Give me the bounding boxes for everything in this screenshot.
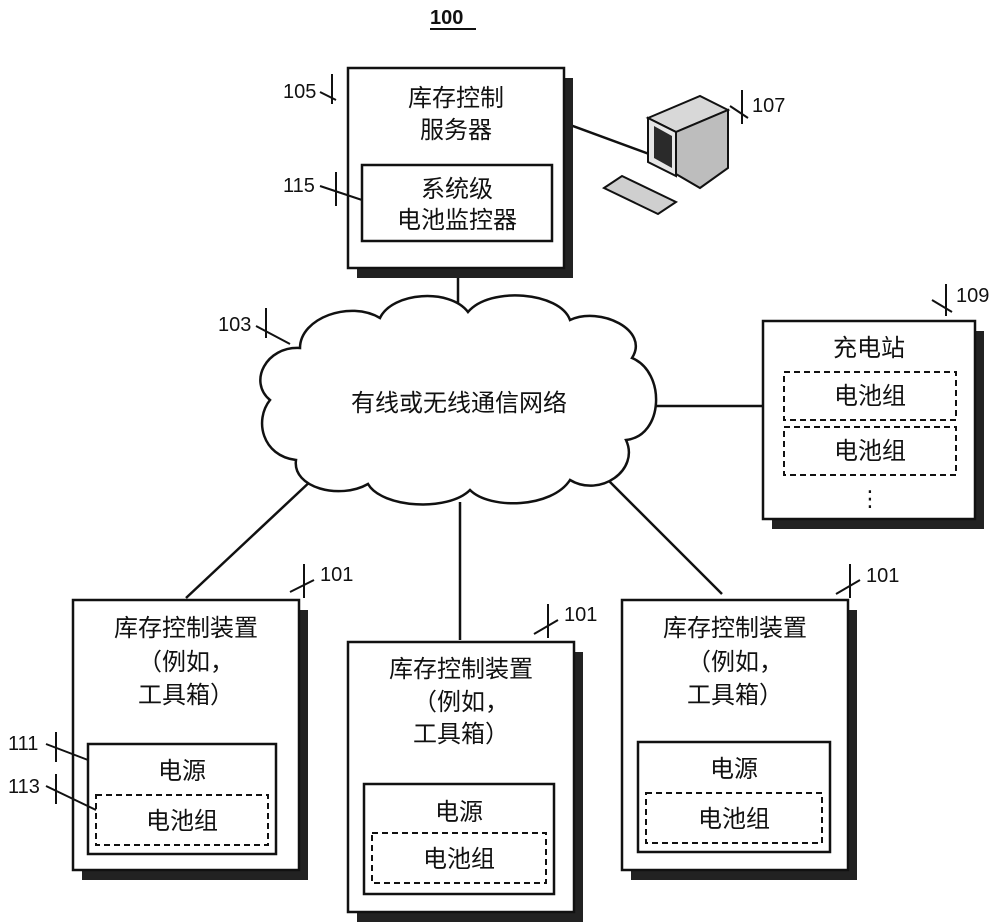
ref-103-leader [255,308,291,345]
ref-113: 113 [8,776,40,798]
ref-115: 115 [283,175,315,197]
link-server-terminal [561,120,661,160]
device-center-line1: 库存控制装置 [389,655,533,683]
device-left-pack [95,794,269,846]
link-network-device-right [597,469,723,595]
battery-monitor-line1: 系统级 [421,175,493,203]
device-right-line2: （例如， [687,648,783,676]
device-left-power-label: 电源 [158,757,206,785]
ref-111-leader [45,732,89,762]
device-left-line1: 库存控制装置 [114,614,258,642]
device-left-line3: 工具箱） [138,681,234,709]
device-right-line3: 工具箱） [687,681,783,709]
network-cloud: 有线或无线通信网络 [259,294,658,506]
device-right-line1: 库存控制装置 [663,614,807,642]
charging-pack-1 [783,371,957,421]
charging-pack-2 [783,426,957,476]
computer-icon [601,94,731,216]
device-left-pack-label: 电池组 [146,807,218,835]
device-center-pack [371,832,547,884]
network-label: 有线或无线通信网络 [351,389,567,417]
charging-station-title: 充电站 [833,334,905,362]
charging-ellipsis: ⋮ [859,487,881,512]
device-center-line3: 工具箱） [413,720,509,748]
inventory-control-server: 库存控制 服务器 系统级 电池监控器 [346,66,568,272]
ref-115-leader [319,172,363,206]
ref-113-leader [45,774,97,811]
device-center-line2: （例如， [413,688,509,716]
battery-monitor-line2: 电池监控器 [397,206,517,234]
device-left-line2: （例如， [138,648,234,676]
ref-107: 107 [752,95,785,117]
charging-pack-1-label: 电池组 [834,382,906,410]
ref-101-right: 101 [866,565,899,587]
ref-109: 109 [956,285,989,307]
ref-105-leader [319,74,337,104]
link-network-device-left [185,477,315,599]
ref-101-right-leader [835,564,861,598]
ref-101-left: 101 [320,564,353,586]
charging-station: 充电站 电池组 电池组 ⋮ [761,319,979,523]
device-right-power-label: 电源 [710,755,758,783]
server-label-line2: 服务器 [420,116,492,144]
device-right-pack [645,792,823,844]
battery-monitor-box [360,163,554,243]
ref-101-center-leader [533,604,559,638]
inventory-device-left: 库存控制装置 （例如， 工具箱） 电源 电池组 [71,598,303,874]
ref-107-leader [729,90,749,124]
ref-103: 103 [218,314,251,336]
ref-101-left-leader [289,564,315,598]
inventory-device-right: 库存控制装置 （例如， 工具箱） 电源 电池组 [620,598,852,874]
ref-111: 111 [8,733,38,755]
device-center-power-label: 电源 [435,798,483,826]
ref-101-center: 101 [564,604,597,626]
ref-109-leader [931,284,953,316]
device-center-pack-label: 电池组 [423,845,495,873]
figure-number: 100 [430,7,463,29]
device-right-pack-label: 电池组 [698,805,770,833]
ref-105: 105 [283,81,316,103]
inventory-device-center: 库存控制装置 （例如， 工具箱） 电源 电池组 [346,640,578,916]
charging-pack-2-label: 电池组 [834,437,906,465]
server-label-line1: 库存控制 [408,84,504,112]
connection-lines [185,120,762,640]
